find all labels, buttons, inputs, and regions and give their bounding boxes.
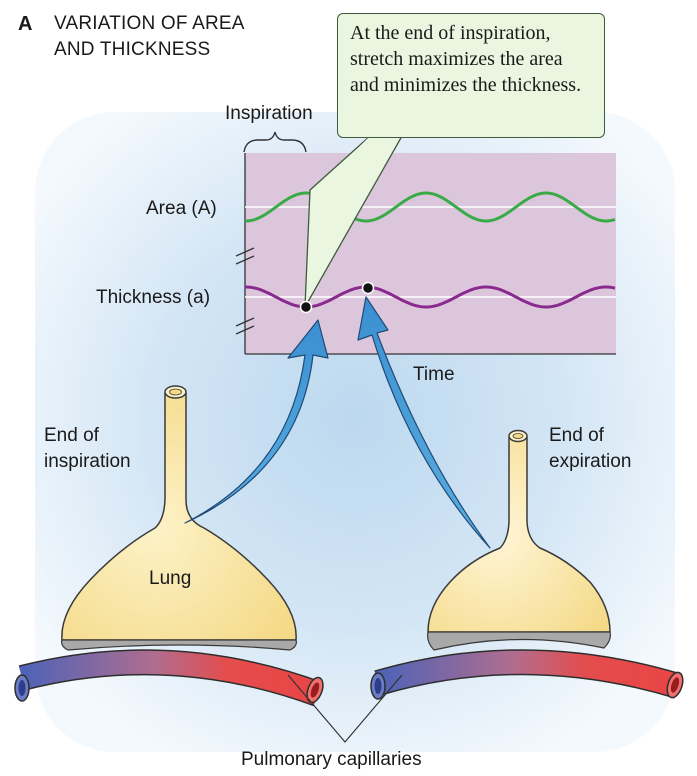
panel-title-line2: AND THICKNESS bbox=[54, 39, 211, 60]
time-axis-label: Time bbox=[413, 364, 455, 385]
graph-panel bbox=[245, 153, 616, 354]
area-wave bbox=[245, 191, 616, 223]
inspiration-label: Inspiration bbox=[225, 103, 313, 124]
end-of-inspiration-line1: End of bbox=[44, 425, 99, 446]
capillary-right bbox=[370, 649, 684, 700]
callout-text: At the end of inspiration, stretch maxim… bbox=[350, 22, 582, 96]
end-of-expiration-line1: End of bbox=[549, 425, 604, 446]
arrow-inspiration bbox=[184, 319, 329, 524]
inspiration-brace bbox=[243, 131, 307, 153]
end-of-expiration-line2: expiration bbox=[549, 451, 632, 472]
inspiration-point-dot bbox=[299, 300, 313, 314]
axis-break-mark-lower bbox=[235, 317, 255, 335]
expiration-point-dot bbox=[361, 281, 375, 295]
panel-letter: A bbox=[18, 13, 33, 35]
arrow-expiration bbox=[357, 296, 491, 549]
axis-break-mark-upper bbox=[235, 247, 255, 265]
end-of-inspiration-line2: inspiration bbox=[44, 451, 131, 472]
thickness-axis-label: Thickness (a) bbox=[96, 287, 211, 308]
lung-label: Lung bbox=[149, 568, 192, 589]
pulmonary-capillaries-label: Pulmonary capillaries bbox=[241, 749, 422, 770]
capillary-leader-lines bbox=[287, 674, 403, 743]
panel-title-line1: VARIATION OF AREA bbox=[54, 13, 245, 34]
membrane-inspiration bbox=[61, 639, 297, 651]
callout-box: At the end of inspiration, stretch maxim… bbox=[337, 13, 605, 138]
membrane-expiration bbox=[427, 631, 611, 651]
area-axis-label: Area (A) bbox=[146, 198, 217, 219]
capillary-left bbox=[14, 649, 324, 707]
